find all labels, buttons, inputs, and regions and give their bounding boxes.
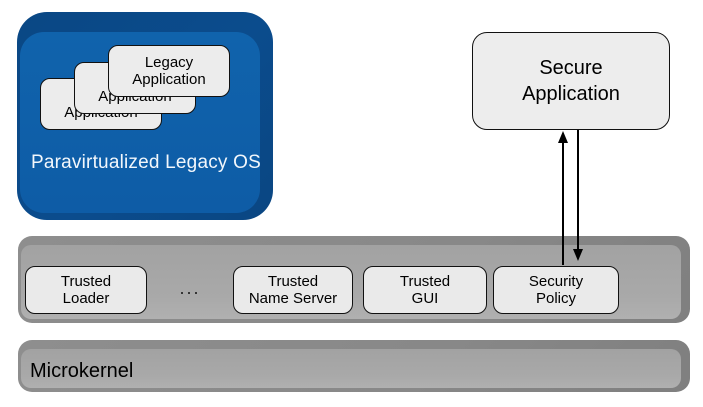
trusted-loader-label-line1: Trusted xyxy=(60,273,112,290)
security-policy-label-line1: Security xyxy=(528,273,584,290)
arrow-down-head-icon xyxy=(573,249,583,261)
trusted-name-server-label-line1: Trusted xyxy=(267,273,319,290)
ellipsis-label: ... xyxy=(179,278,201,298)
microkernel-bar: Microkernel xyxy=(18,340,690,392)
secure-application-node: Secure Application xyxy=(472,32,670,130)
trusted-loader-node: Trusted Loader xyxy=(25,266,147,314)
trusted-name-server-node: Trusted Name Server xyxy=(233,266,353,314)
trusted-loader-label-line2: Loader xyxy=(62,290,110,307)
legacy-os-label: Paravirtualized Legacy OS xyxy=(31,152,261,173)
trusted-gui-node: Trusted GUI xyxy=(363,266,487,314)
legacy-application-node-front: Legacy Application xyxy=(108,45,230,97)
trusted-name-server-label-line2: Name Server xyxy=(248,290,338,307)
microkernel-label: Microkernel xyxy=(30,360,134,382)
trusted-gui-label-line2: GUI xyxy=(411,290,439,307)
microkernel-bar-face xyxy=(21,349,681,388)
trusted-gui-label-line1: Trusted xyxy=(399,273,451,290)
legacy-application-label-line1: Legacy xyxy=(144,54,194,71)
security-policy-label-line2: Policy xyxy=(535,290,576,307)
legacy-application-label-line2: Application xyxy=(132,71,206,88)
arrow-down-line xyxy=(577,130,579,249)
secure-application-label-line2: Application xyxy=(522,83,620,105)
security-policy-node: Security Policy xyxy=(493,266,619,314)
arrow-up-line xyxy=(562,143,564,265)
arrow-up-head-icon xyxy=(558,131,568,143)
secure-application-label-line1: Secure xyxy=(539,57,603,79)
